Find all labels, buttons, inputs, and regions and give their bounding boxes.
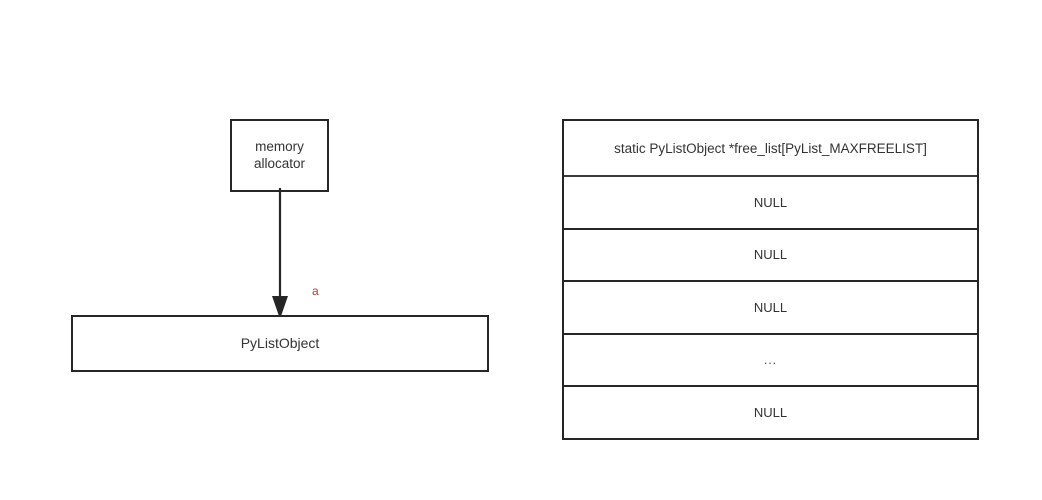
node-pylistobject-label: PyListObject bbox=[240, 334, 320, 351]
freelist-slot-0-value: NULL bbox=[753, 194, 788, 210]
node-memory-allocator-label: memory allocator bbox=[253, 138, 306, 171]
freelist-slot-last: NULL bbox=[564, 387, 977, 438]
edge-allocator-to-pylistobject-arrow bbox=[272, 188, 288, 319]
freelist-slot-1-value: NULL bbox=[753, 247, 788, 263]
freelist-header-row: static PyListObject *free_list[PyList_MA… bbox=[564, 121, 977, 177]
freelist-slot-ellipsis: ... bbox=[564, 334, 977, 388]
freelist-slot-ellipsis-value: ... bbox=[763, 353, 777, 368]
edge-label-a: a bbox=[312, 284, 319, 298]
node-memory-allocator: memory allocator bbox=[230, 119, 329, 192]
freelist-table: static PyListObject *free_list[PyList_MA… bbox=[562, 119, 979, 440]
freelist-header-label: static PyListObject *free_list[PyList_MA… bbox=[614, 140, 927, 156]
arrow-head-icon bbox=[272, 296, 288, 319]
freelist-slot-0: NULL bbox=[564, 177, 977, 230]
node-pylistobject: PyListObject bbox=[71, 315, 489, 372]
freelist-slot-2-value: NULL bbox=[753, 299, 788, 315]
freelist-slot-1: NULL bbox=[564, 229, 977, 283]
freelist-slot-2: NULL bbox=[564, 282, 977, 335]
freelist-slot-last-value: NULL bbox=[753, 405, 788, 421]
